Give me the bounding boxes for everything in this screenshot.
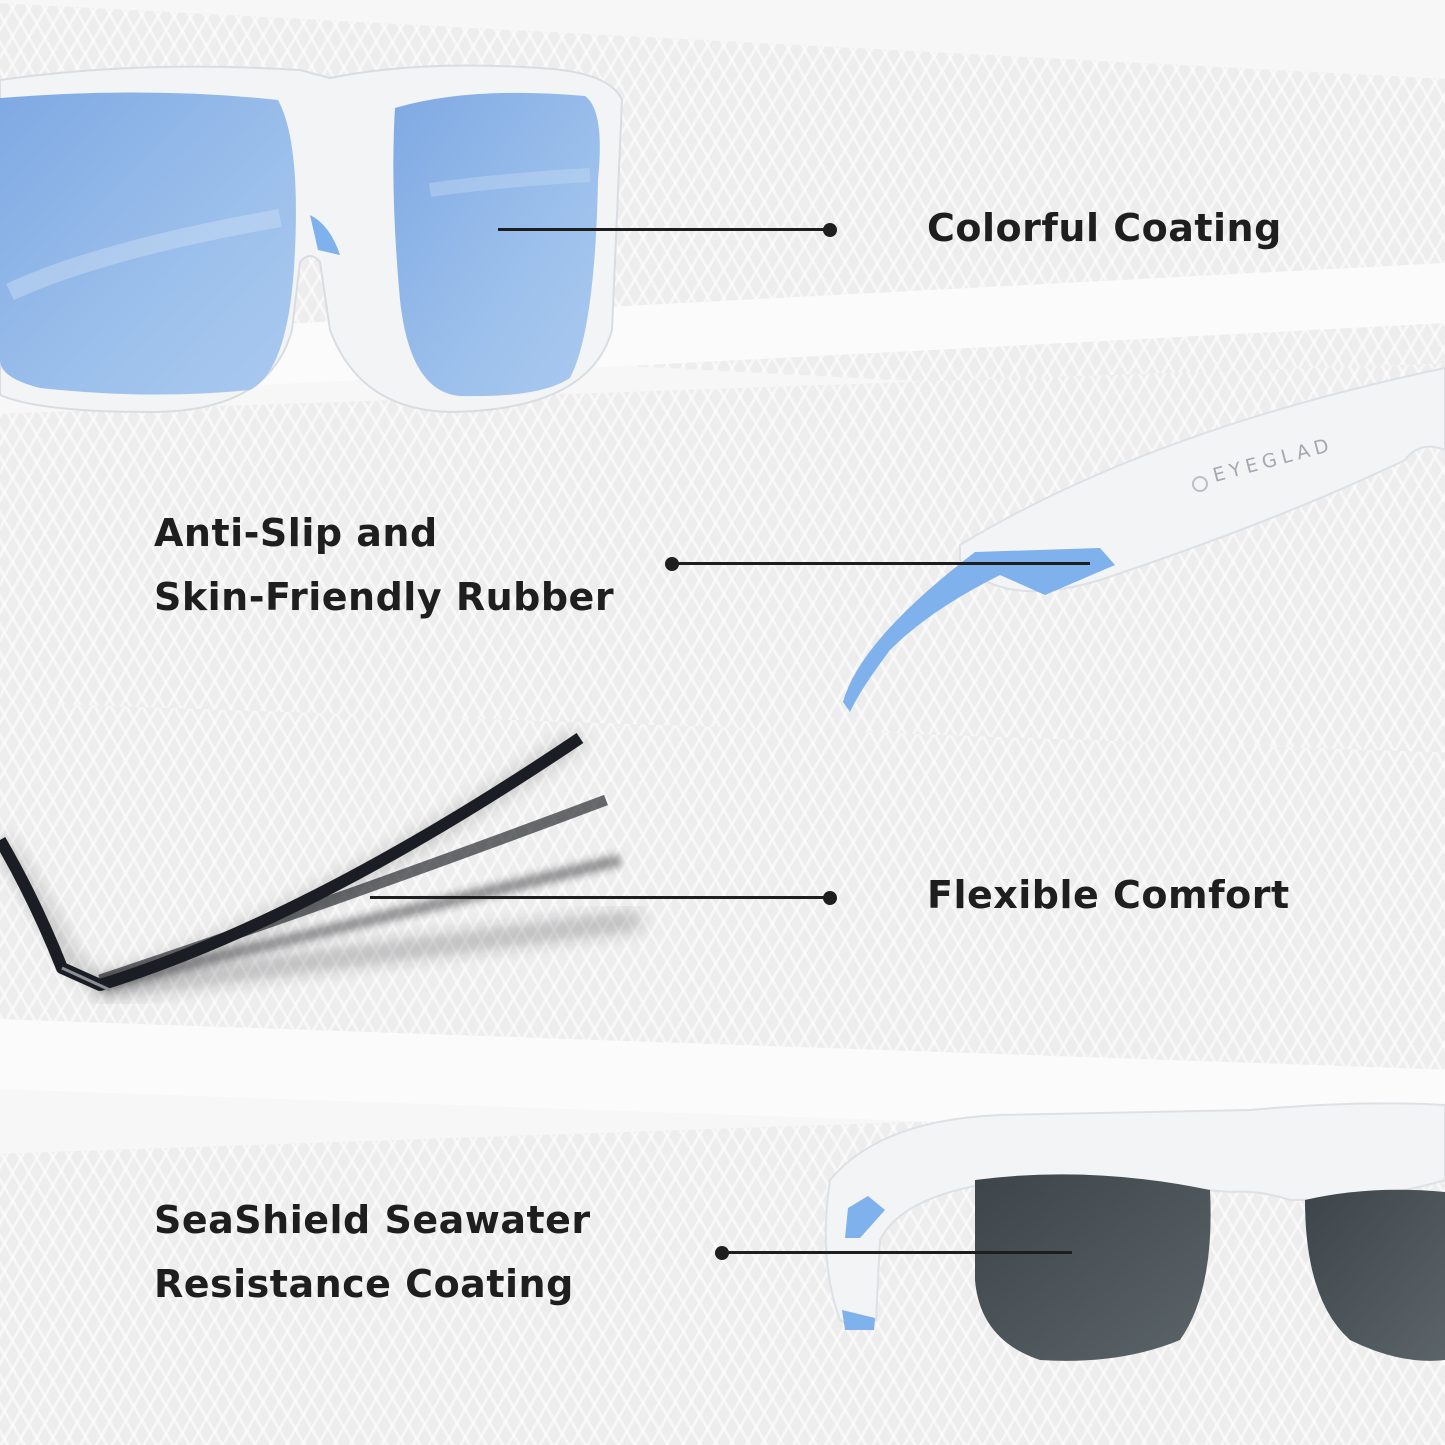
flexible-temple-image [0,733,641,997]
callout-line [370,896,830,899]
feature-label-anti-slip-rubber: Anti-Slip and Skin-Friendly Rubber [154,511,615,619]
blue-lens-sunglasses-image [0,64,624,414]
callout-line [672,562,1090,565]
callout-dot [823,223,837,237]
callout-line [498,228,830,231]
feature-label-flexible-comfort: Flexible Comfort [927,873,1290,917]
callout-dot [823,891,837,905]
feature-label-seashield-coating: SeaShield Seawater Resistance Coating [154,1198,591,1306]
grey-lens-sunglasses-image [824,1102,1445,1361]
temple-rubber-image [843,366,1445,712]
feature-label-colorful-coating: Colorful Coating [927,206,1282,250]
callout-line [722,1251,1072,1254]
